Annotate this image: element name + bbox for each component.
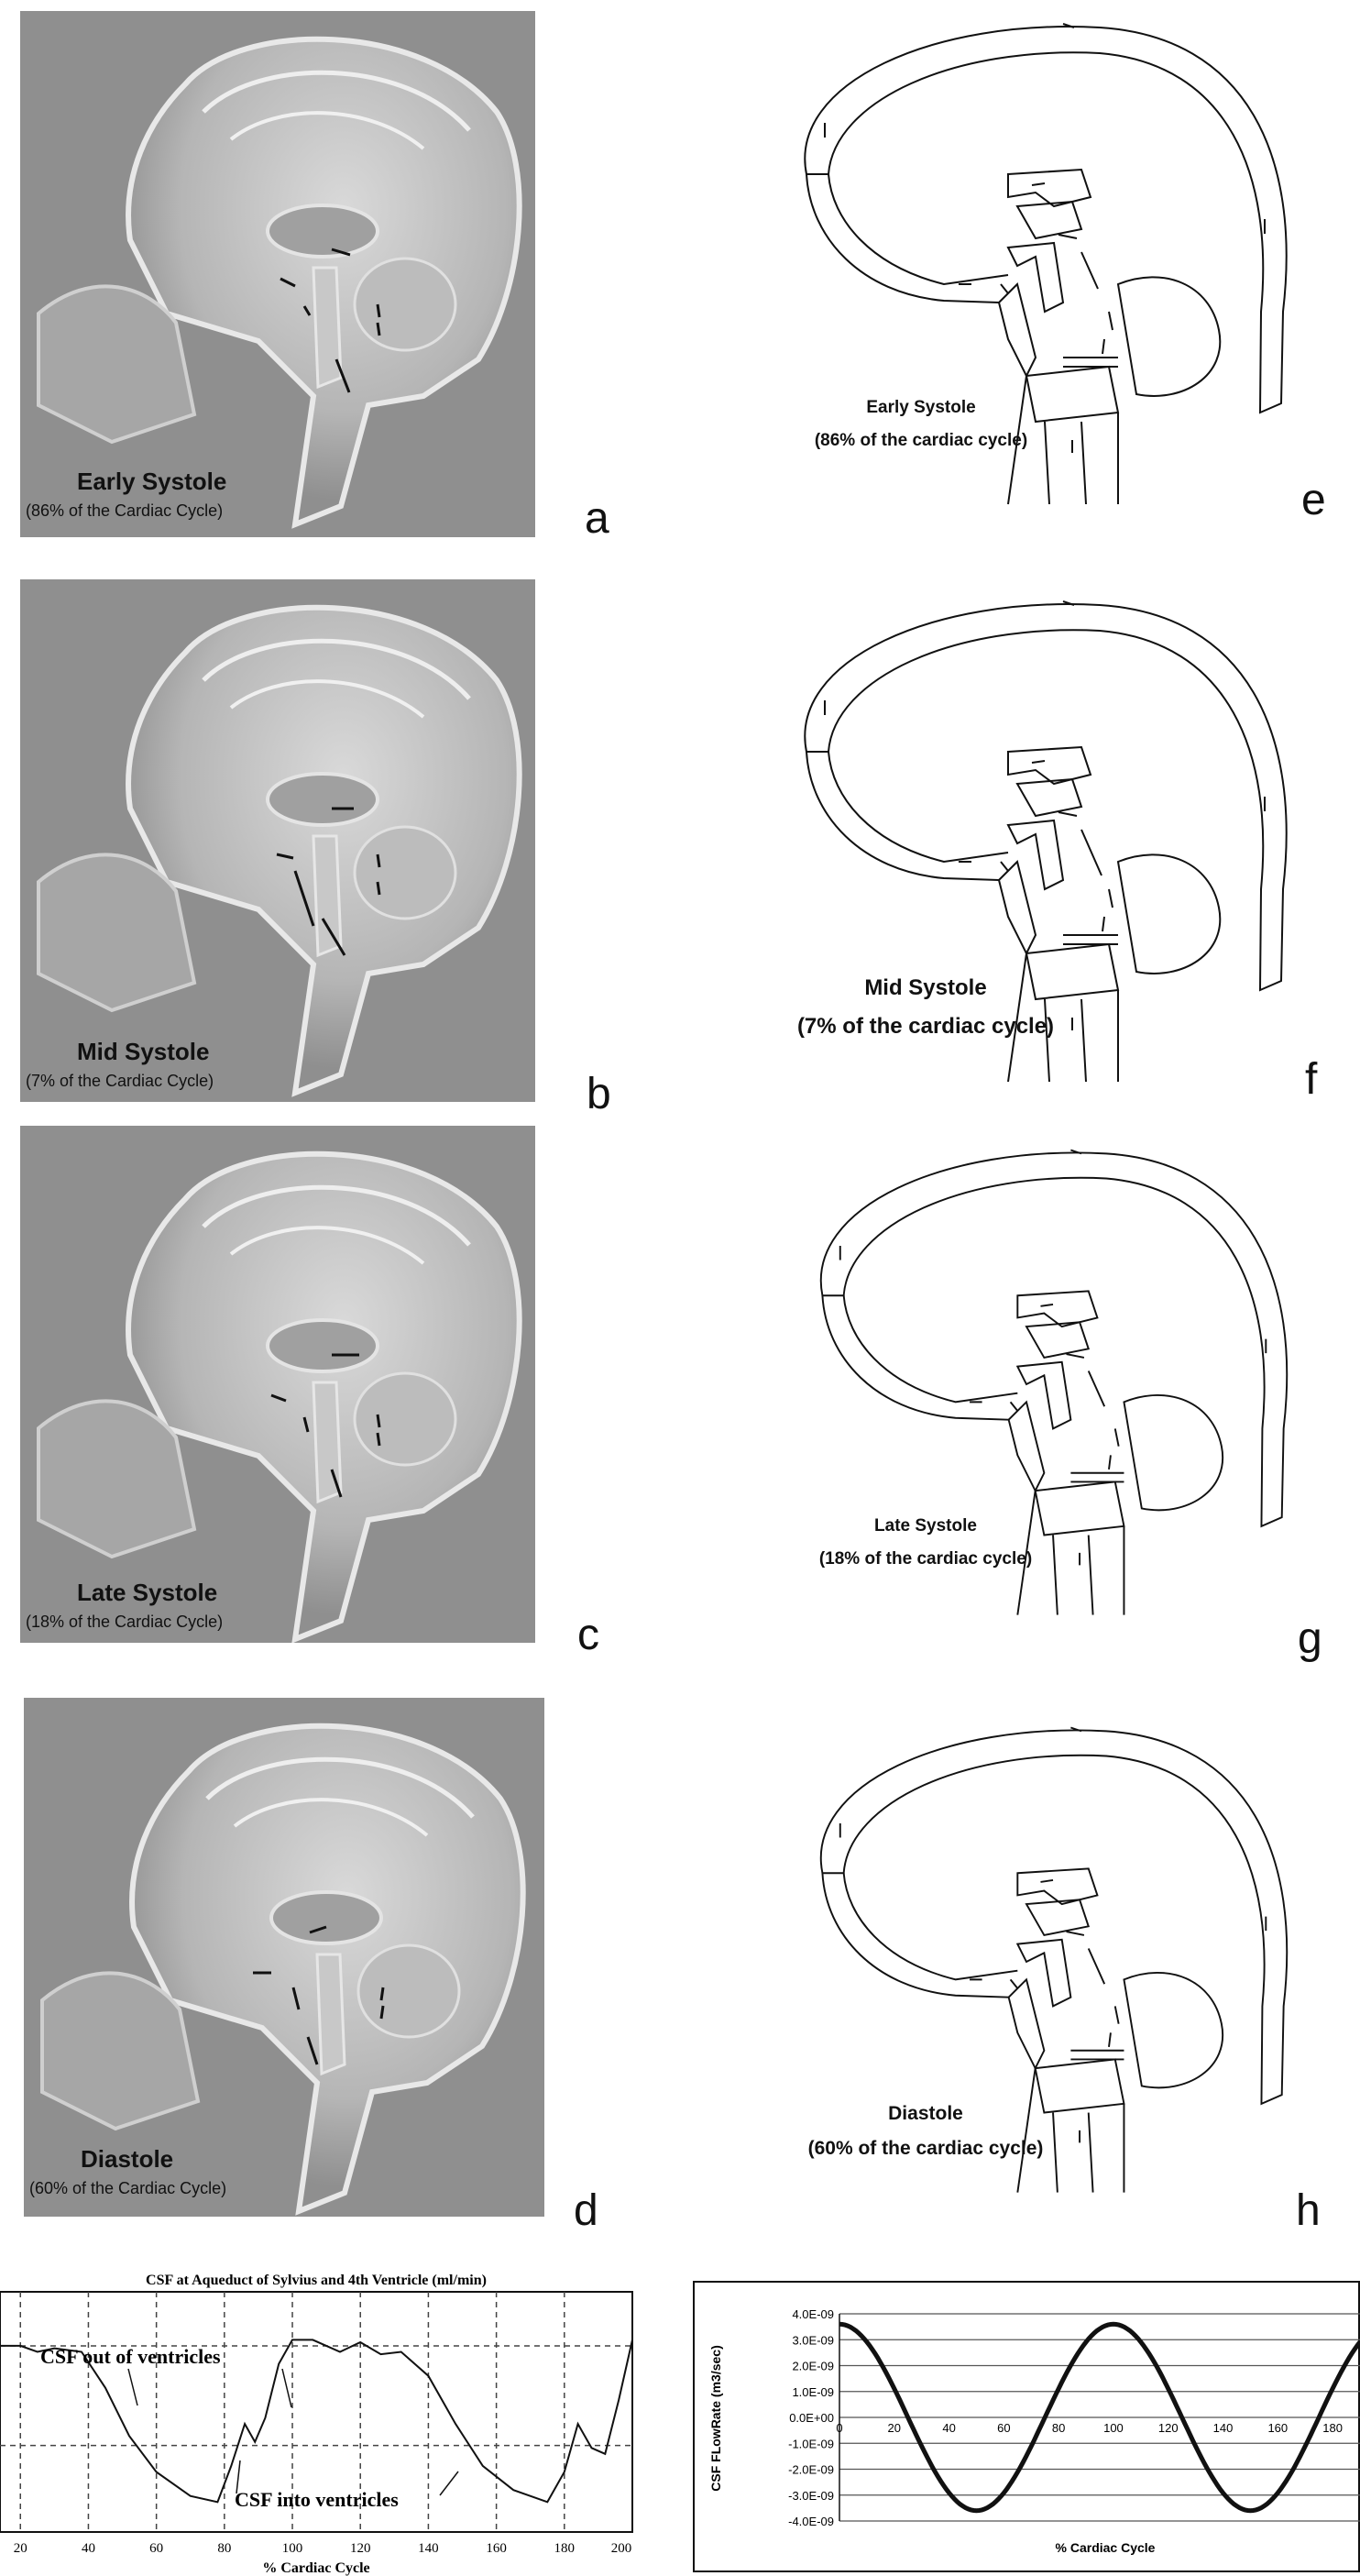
chart-left: 20 40 60 80 100 120 140 160 180 200 CSF at Aqueduc… [0,2270,642,2576]
chart2-xtick-label: 80 [1052,2421,1065,2435]
chart1-tick-label: 140 [418,2541,439,2556]
chart2-ytick-label: -1.0E-09 [788,2437,834,2450]
chart2-frame [693,2281,1360,2572]
diagram-title-e: Early Systole [866,398,976,417]
chart2-xtick-label: 20 [888,2421,901,2435]
csf-diagram-f [804,600,1288,1083]
chart2-ytick-label: 4.0E-09 [792,2307,834,2321]
chart1-xlabel: % Cardiac Cycle [262,2560,369,2576]
chart1-annotation-arrow-in-2 [439,2471,459,2496]
mri-image-c [37,1150,522,1643]
chart1-tick-label: 120 [350,2541,371,2556]
panel-letter-e: e [1301,476,1326,524]
mri-subtitle-c: (18% of the Cardiac Cycle) [26,1613,224,1631]
chart1-annotation-arrow-out [127,2368,138,2406]
mri-subtitle-d: (60% of the Cardiac Cycle) [29,2179,227,2197]
mri-title-c: Late Systole [77,1579,218,1606]
mri-image-d [40,1723,526,2216]
chart2-series-line [839,2321,1360,2514]
panel-letter-b: b [587,1070,611,1118]
diagram-panel-e: Early Systole (86% of the cardiac cycle) [733,9,1301,523]
chart2-xtick-label: 60 [997,2421,1010,2435]
panel-letter-h: h [1296,2186,1321,2235]
mri-panel-c: Late Systole (18% of the Cardiac Cycle) [20,1126,535,1643]
chart1-annotation-out: CSF out of ventricles [40,2345,221,2368]
chart1-tick-label: 20 [14,2541,27,2556]
chart2-xlabel: % Cardiac Cycle [1056,2540,1156,2555]
chart2-xtick-label: 140 [1213,2421,1234,2435]
diagram-title-g: Late Systole [874,1516,977,1536]
chart2-ytick-label: -3.0E-09 [788,2489,834,2503]
panel-letter-f: f [1305,1055,1318,1104]
chart1-series-line [0,2339,633,2504]
panel-letter-d: d [574,2186,598,2235]
chart2-xtick-label: 0 [836,2421,842,2435]
csf-diagram-h [819,1726,1289,2193]
chart1-annotation-in: CSF into ventricles [235,2488,399,2511]
chart2-ylabel: CSF FLowRate (m3/sec) [708,2345,723,2491]
mri-subtitle-a: (86% of the Cardiac Cycle) [26,501,224,520]
mri-title-a: Early Systole [77,468,227,495]
chart1-tick-label: 60 [149,2541,163,2556]
diagram-subtitle-h: (60% of the cardiac cycle) [807,2138,1044,2159]
chart2-ytick-label: 3.0E-09 [792,2333,834,2347]
mri-panel-d: Diastole (60% of the Cardiac Cycle) [24,1698,544,2217]
diagram-subtitle-e: (86% of the cardiac cycle) [814,431,1028,450]
chart1-tick-label: 100 [282,2541,303,2556]
mri-image-a [37,36,522,529]
chart1-annotation-arrow-out-2 [281,2368,292,2408]
mri-title-d: Diastole [81,2145,174,2173]
chart2-ytick-label: -2.0E-09 [788,2463,834,2477]
csf-diagram-g [819,1149,1289,1615]
diagram-subtitle-f: (7% of the cardiac cycle) [796,1014,1055,1039]
chart2-xtick-label: 160 [1267,2421,1288,2435]
chart2-xtick-label: 40 [942,2421,955,2435]
chart1-tick-label: 160 [486,2541,507,2556]
chart1-tick-label: 40 [82,2541,95,2556]
mri-subtitle-b: (7% of the Cardiac Cycle) [26,1072,214,1090]
chart-right: 4.0E-09 3.0E-09 2.0E-09 1.0E-09 0.0E+00 -1.0E… [693,2281,1360,2572]
diagram-panel-f: Mid Systole (7% of the cardiac cycle) [733,587,1301,1100]
chart2-ytick-label: 1.0E-09 [792,2385,834,2399]
diagram-panel-g: Late Systole (18% of the cardiac cycle) [751,1128,1301,1641]
mri-panel-a: Early Systole (86% of the Cardiac Cycle) [20,11,535,537]
chart2-xtick-label: 120 [1158,2421,1179,2435]
chart-left-svg: 20 40 60 80 100 120 140 160 180 200 CSF at Aqueduc… [0,2273,633,2576]
diagram-title-f: Mid Systole [864,975,987,1000]
chart2-xtick-label: 100 [1103,2421,1124,2435]
diagram-title-h: Diastole [888,2103,963,2124]
mri-title-b: Mid Systole [77,1038,210,1065]
csf-diagram-e [804,23,1288,505]
chart2-ytick-label: 2.0E-09 [792,2360,834,2373]
panel-letter-g: g [1298,1614,1322,1663]
chart-right-svg: 4.0E-09 3.0E-09 2.0E-09 1.0E-09 0.0E+00 -1.0E… [693,2281,1360,2572]
chart1-tick-label: 180 [554,2541,576,2556]
chart2-ytick-label: -4.0E-09 [788,2515,834,2528]
chart2-ytick-label: 0.0E+00 [789,2411,834,2425]
chart1-plot-area [0,2291,633,2533]
chart1-title: CSF at Aqueduct of Sylvius and 4th Ventr… [146,2273,487,2288]
mri-image-b [37,604,522,1097]
mri-panel-b: Mid Systole (7% of the Cardiac Cycle) [20,579,535,1102]
diagram-subtitle-g: (18% of the cardiac cycle) [818,1549,1033,1569]
chart1-tick-label: 200 [611,2541,632,2556]
chart2-xtick-label: 180 [1322,2421,1343,2435]
diagram-panel-h: Diastole (60% of the cardiac cycle) [751,1705,1301,2218]
panel-letter-a: a [585,494,609,543]
chart1-tick-label: 80 [217,2541,231,2556]
chart1-annotation-arrow-in [236,2460,241,2494]
panel-letter-c: c [577,1611,599,1659]
